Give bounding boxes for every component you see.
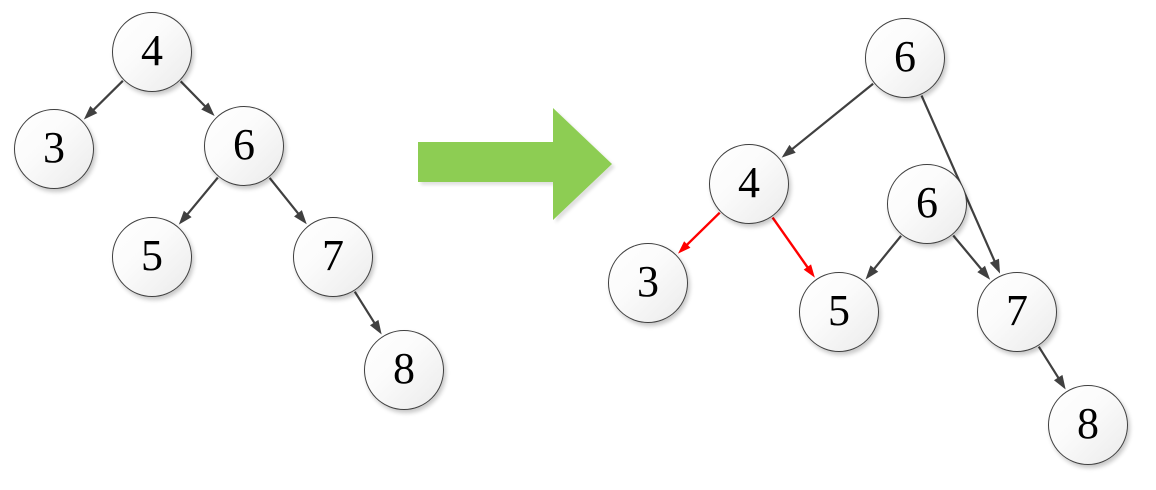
arrowhead-6-to-7 xyxy=(977,265,991,280)
edge-6-to-4 xyxy=(789,82,874,152)
edge-4-to-3 xyxy=(684,211,721,248)
tree-node-5[interactable]: 5 xyxy=(799,272,879,352)
tree-node-3[interactable]: 3 xyxy=(14,109,94,189)
tree-node-6[interactable]: 6 xyxy=(204,106,284,186)
edge-6-to-5 xyxy=(871,235,902,272)
node-label: 7 xyxy=(322,231,344,280)
arrowhead-4-to-3 xyxy=(677,241,691,254)
tree-node-8[interactable]: 8 xyxy=(364,330,444,410)
node-label: 4 xyxy=(738,158,760,207)
tree-node-3[interactable]: 3 xyxy=(608,243,688,323)
arrowhead-4-to-5 xyxy=(803,264,815,278)
edge-4-to-6 xyxy=(179,80,208,109)
node-label: 6 xyxy=(233,120,255,169)
tree-node-7[interactable]: 7 xyxy=(977,272,1057,352)
node-label: 3 xyxy=(43,123,65,172)
edge-6-to-7 xyxy=(952,234,984,272)
tree-node-8[interactable]: 8 xyxy=(1048,385,1128,465)
arrowhead-6-to-5 xyxy=(865,265,879,280)
tree-node-6[interactable]: 6 xyxy=(887,164,967,244)
edge-7-to-8 xyxy=(1037,346,1061,381)
arrowhead-4-to-6 xyxy=(201,102,215,116)
node-label: 8 xyxy=(393,344,415,393)
node-label: 6 xyxy=(894,32,916,81)
node-label: 5 xyxy=(141,231,163,280)
edge-4-to-5 xyxy=(771,216,810,270)
node-label: 3 xyxy=(637,257,659,306)
edge-6-to-7 xyxy=(268,177,301,217)
node-label: 8 xyxy=(1077,399,1099,448)
arrowhead-6-to-7 xyxy=(989,258,1001,274)
arrowhead-6-to-7 xyxy=(294,210,307,225)
edge-7-to-8 xyxy=(353,291,377,326)
edge-4-to-3 xyxy=(91,80,124,113)
node-label: 7 xyxy=(1006,286,1028,335)
tree-node-6[interactable]: 6 xyxy=(865,18,945,98)
tree-node-4[interactable]: 4 xyxy=(112,12,192,92)
arrowhead-6-to-4 xyxy=(781,144,796,158)
arrowhead-4-to-3 xyxy=(83,106,98,120)
edge-6-to-5 xyxy=(185,176,219,217)
tree-node-4[interactable]: 4 xyxy=(709,144,789,224)
node-label: 5 xyxy=(828,286,850,335)
arrowhead-6-to-5 xyxy=(178,210,192,225)
node-label: 6 xyxy=(916,178,938,227)
tree-node-5[interactable]: 5 xyxy=(112,217,192,297)
arrowhead-7-to-8 xyxy=(369,319,382,335)
arrowhead-7-to-8 xyxy=(1053,374,1066,390)
tree-node-7[interactable]: 7 xyxy=(293,217,373,297)
node-label: 4 xyxy=(141,26,163,75)
